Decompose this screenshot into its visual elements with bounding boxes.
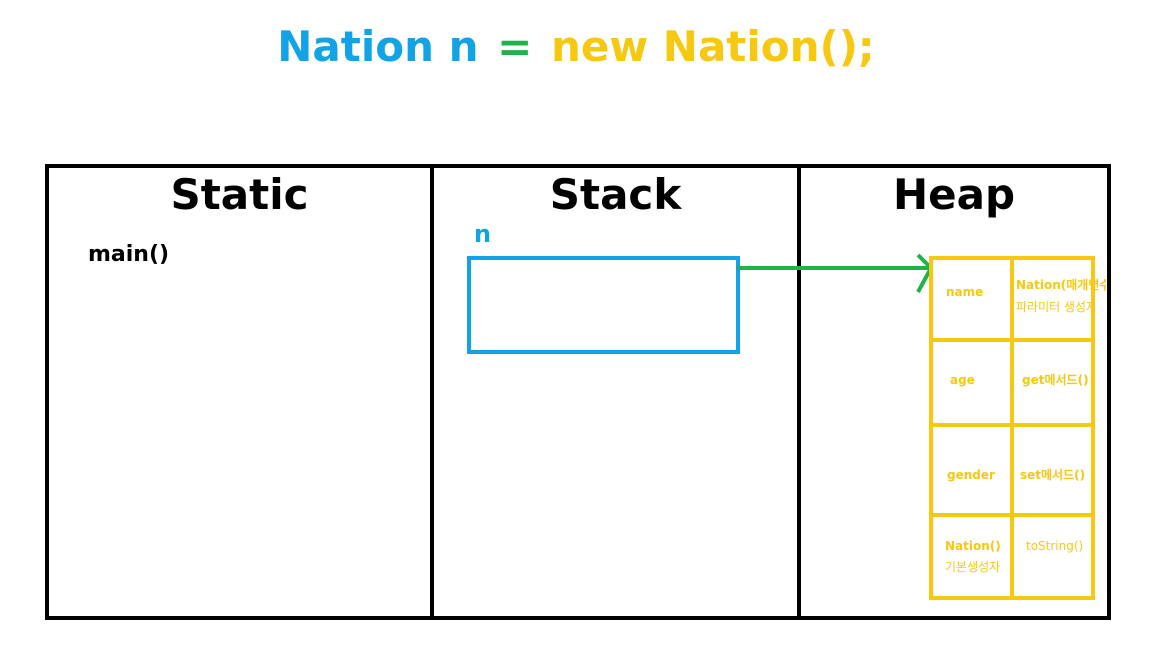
static-header: Static bbox=[170, 170, 309, 219]
stack-header: Stack bbox=[549, 170, 682, 219]
memory-frame bbox=[45, 164, 1111, 620]
stack-variable-label: n bbox=[474, 220, 492, 248]
heap-field-name: name bbox=[946, 285, 984, 299]
stack-variable-box bbox=[467, 256, 740, 354]
title-instantiation: new Nation(); bbox=[550, 22, 875, 71]
heap-field-age: age bbox=[950, 373, 975, 387]
heap-header: Heap bbox=[892, 170, 1016, 219]
heap-getter-method: get메서드() bbox=[1022, 373, 1089, 387]
heap-tostring-method: toString() bbox=[1026, 539, 1084, 553]
title-declaration: Nation n bbox=[277, 22, 479, 71]
heap-setter-method: set메서드() bbox=[1020, 468, 1086, 482]
heap-field-gender: gender bbox=[947, 468, 995, 482]
heap-default-constructor-line1: Nation() bbox=[945, 539, 1001, 553]
heap-default-constructor-line2: 기본생성자 bbox=[945, 560, 1001, 574]
heap-param-constructor-line2: 파라미터 생성자 bbox=[1016, 300, 1092, 314]
title-assign: = bbox=[497, 22, 533, 71]
static-main-method: main() bbox=[88, 242, 170, 267]
code-title: Nation n = new Nation(); bbox=[0, 22, 1152, 71]
heap-param-constructor-line1: Nation(매개변수) bbox=[1016, 278, 1106, 292]
